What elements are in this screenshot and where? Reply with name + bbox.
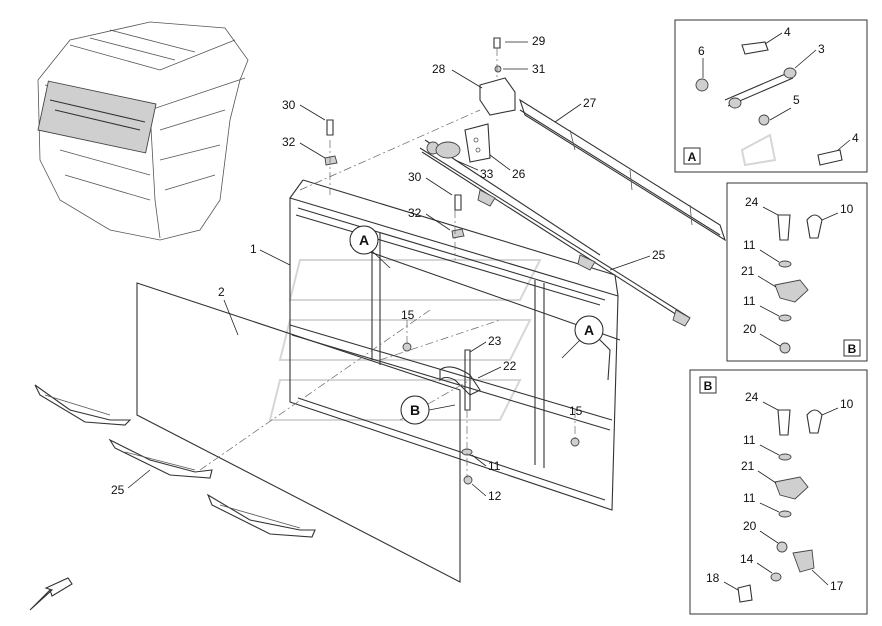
label-29: 29 (532, 34, 546, 48)
motor-bracket (464, 77, 516, 163)
svg-text:A: A (359, 232, 369, 248)
label-30b: 30 (408, 170, 422, 184)
svg-text:A: A (688, 150, 697, 164)
label-26: 26 (512, 167, 526, 181)
label-32b: 32 (408, 206, 422, 220)
label-30a: 30 (282, 98, 296, 112)
detail-b2-box: B 24 10 11 21 11 20 14 18 17 (689, 369, 868, 615)
glass-panel (136, 282, 461, 583)
label-b1-10: 10 (840, 202, 854, 216)
wiper-arm-1 (34, 384, 132, 426)
label-25b: 25 (111, 483, 125, 497)
callout-a-2: A (561, 315, 604, 359)
nut-12 (463, 475, 473, 485)
bolt-30a (326, 119, 334, 136)
detail-a-box: A 4 6 3 5 4 (674, 19, 868, 173)
nut-15a (402, 342, 412, 352)
label-2: 2 (218, 285, 225, 299)
bolt-30b (454, 194, 462, 211)
washer-32a (324, 155, 338, 166)
label-32a: 32 (282, 135, 296, 149)
wiper-arm-2 (108, 438, 213, 479)
detail-b1-box: B 24 10 11 21 11 20 (726, 182, 868, 362)
label-15a: 15 (401, 308, 415, 322)
label-b1-20: 20 (743, 322, 757, 336)
label-b2-14: 14 (740, 552, 754, 566)
wiper-rail (518, 98, 727, 242)
label-28: 28 (432, 62, 446, 76)
svg-text:B: B (704, 379, 713, 393)
label-b2-10: 10 (840, 397, 854, 411)
latch-22 (439, 366, 481, 396)
label-27: 27 (583, 96, 597, 110)
label-a-5: 5 (793, 93, 800, 107)
callout-a-1: A (349, 225, 391, 269)
assembly-lines (199, 48, 576, 478)
label-b1-11a: 11 (743, 238, 756, 252)
bolt-29 (493, 37, 501, 49)
wiper-linkage (419, 139, 691, 327)
label-b2-18: 18 (706, 571, 720, 585)
label-a-3: 3 (818, 42, 825, 56)
washer-31 (494, 65, 502, 73)
window-frame (289, 179, 621, 511)
label-23: 23 (488, 334, 502, 348)
cab-illustration (37, 21, 249, 241)
label-b2-21: 21 (741, 459, 755, 473)
label-11: 11 (488, 459, 501, 473)
label-b2-24: 24 (745, 390, 759, 404)
label-b1-24: 24 (745, 195, 759, 209)
svg-text:A: A (584, 322, 594, 338)
label-12: 12 (488, 489, 502, 503)
label-33: 33 (480, 167, 494, 181)
label-b2-17: 17 (830, 579, 844, 593)
label-b1-11b: 11 (743, 294, 756, 308)
label-31: 31 (532, 62, 546, 76)
nut-15b (570, 437, 580, 447)
label-a-4b: 4 (852, 131, 859, 145)
callout-b-1: B (400, 395, 456, 425)
label-b1-21: 21 (741, 264, 755, 278)
label-b2-11a: 11 (743, 433, 756, 447)
label-15b: 15 (569, 404, 583, 418)
svg-text:B: B (848, 342, 857, 356)
svg-text:B: B (410, 402, 420, 418)
label-22: 22 (503, 359, 517, 373)
washer-32b (451, 228, 465, 239)
label-1: 1 (250, 242, 257, 256)
label-a-4a: 4 (784, 25, 791, 39)
direction-arrow (29, 577, 73, 611)
label-25a: 25 (652, 248, 666, 262)
label-b2-20: 20 (743, 519, 757, 533)
label-a-6: 6 (698, 44, 705, 58)
part-labels: 29 31 28 30 32 33 26 27 30 32 1 2 25 15 … (111, 34, 666, 503)
label-b2-11b: 11 (743, 491, 756, 505)
wiper-arm-3 (206, 493, 316, 538)
